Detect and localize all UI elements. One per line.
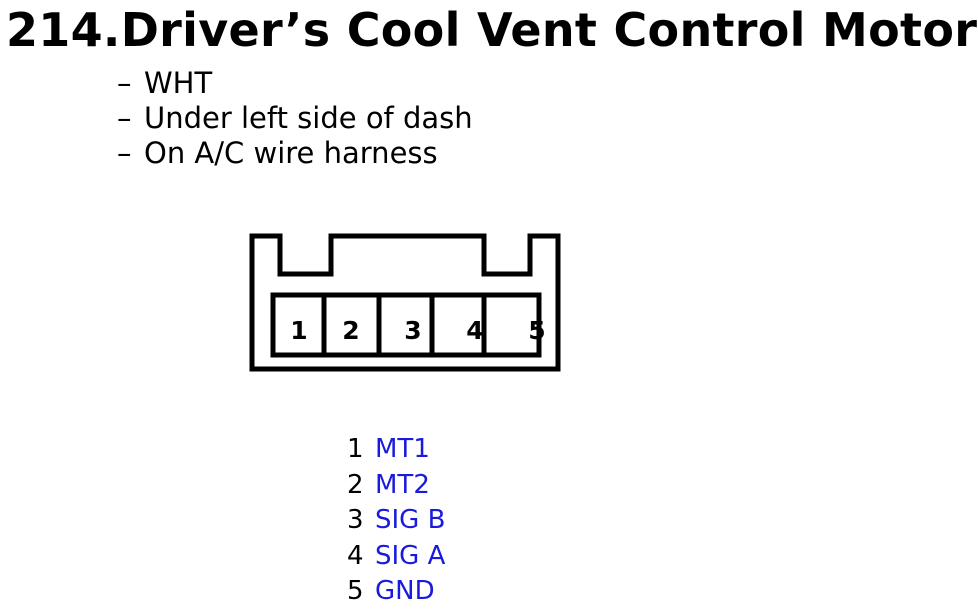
- bullet-dash: –: [117, 136, 132, 170]
- pin-number: 1: [347, 434, 364, 464]
- pin-number-1: 1: [290, 316, 307, 345]
- connector-diagram: 1 2 3 4 5: [249, 233, 561, 372]
- pinout-row: 3 SIG B: [347, 503, 445, 539]
- pinout-list: 1 MT1 2 MT2 3 SIG B 4 SIG A 5 GND: [347, 432, 445, 610]
- pin-number-4: 4: [466, 316, 483, 345]
- detail-text: Under left side of dash: [144, 101, 473, 135]
- pin-number: 4: [347, 540, 364, 571]
- bullet-dash: –: [117, 66, 132, 100]
- detail-text: On A/C wire harness: [144, 136, 438, 170]
- detail-item-color: –WHT: [117, 66, 473, 101]
- pin-number: 3: [347, 505, 364, 535]
- bullet-dash: –: [117, 101, 132, 135]
- pin-signal: SIG B: [375, 505, 446, 535]
- detail-item-location: –Under left side of dash: [117, 101, 473, 136]
- pin-cavity-block: [270, 292, 542, 358]
- pin-number: 5: [347, 576, 364, 606]
- pinout-row: 1 MT1: [347, 432, 445, 468]
- pinout-row: 2 MT2: [347, 468, 445, 504]
- pin-signal: GND: [375, 576, 435, 606]
- pin-number: 2: [347, 469, 364, 500]
- page-title: 214.Driver’s Cool Vent Control Motor: [6, 3, 978, 57]
- pin-signal: MT1: [375, 434, 430, 464]
- pin-signal: SIG A: [375, 540, 446, 571]
- pin-number-3: 3: [404, 316, 421, 345]
- pin-number-2: 2: [342, 316, 359, 345]
- pinout-row: 5 GND: [347, 574, 445, 610]
- connector-details-list: –WHT –Under left side of dash –On A/C wi…: [117, 66, 473, 171]
- pin-number-5: 5: [528, 316, 545, 345]
- connector-housing-outline: [249, 233, 561, 372]
- detail-item-harness: –On A/C wire harness: [117, 136, 473, 171]
- pinout-row: 4 SIG A: [347, 539, 445, 575]
- pin-signal: MT2: [375, 469, 430, 500]
- detail-text: WHT: [144, 66, 213, 100]
